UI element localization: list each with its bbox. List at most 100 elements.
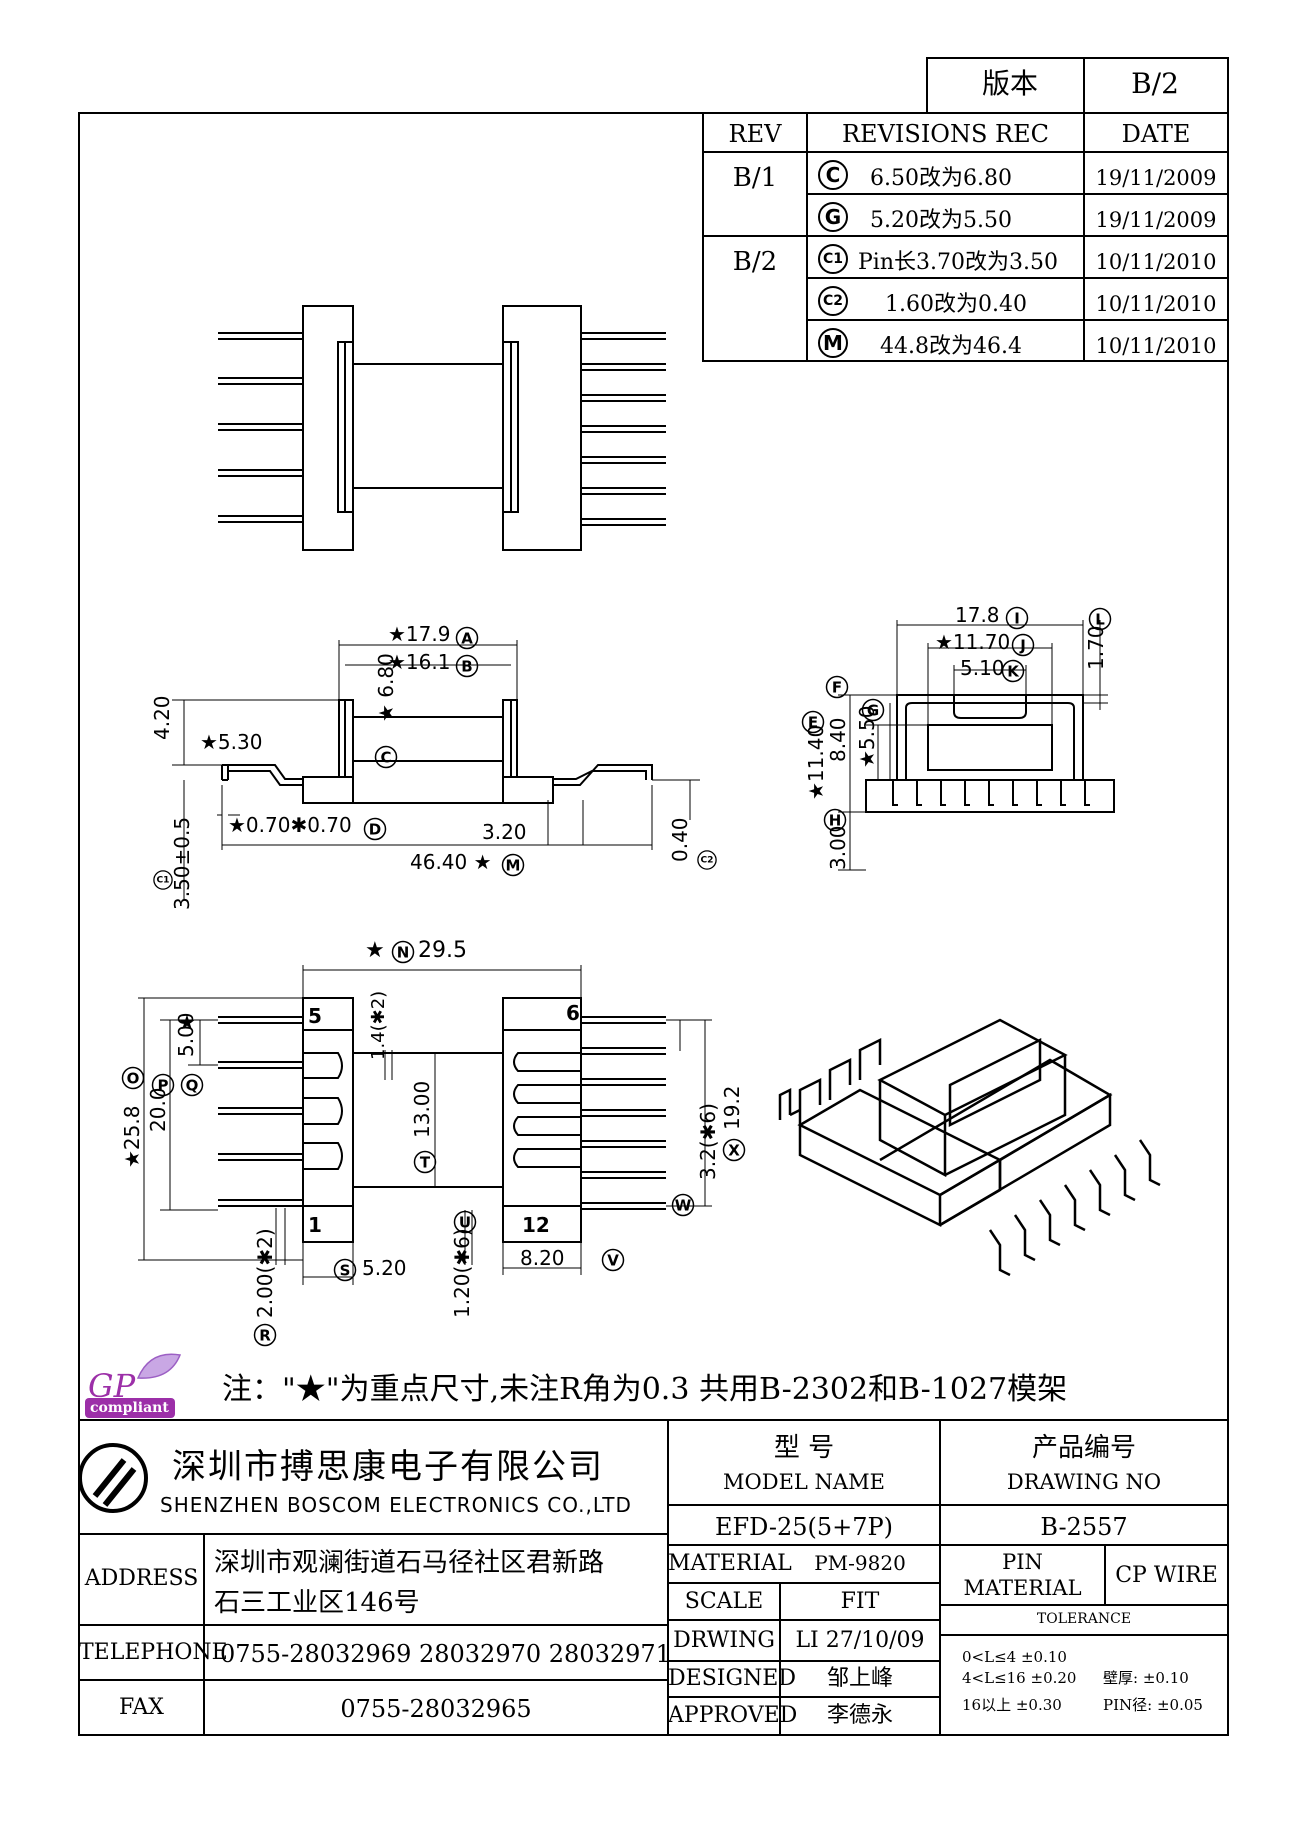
material-value: PM-9820 bbox=[814, 1551, 906, 1575]
approved-label: APPROVED bbox=[668, 1703, 798, 1728]
rev-b1: B/1 bbox=[732, 163, 778, 193]
dim-13-00: 13.00 bbox=[410, 1080, 434, 1138]
model-label-cn: 型 号 bbox=[773, 1433, 835, 1463]
fax-label: FAX bbox=[119, 1695, 164, 1720]
telephone-value: 0755-28032969 28032970 28032971 bbox=[220, 1640, 671, 1668]
tolerance-label: TOLERANCE bbox=[1036, 1611, 1132, 1627]
marker-b: B bbox=[455, 654, 479, 678]
marker-j: J bbox=[1011, 633, 1035, 657]
marker-o: O bbox=[121, 1066, 145, 1090]
rev-text-4: 1.60改为0.40 bbox=[885, 292, 1027, 317]
wall-tolerance: 壁厚: ±0.10 bbox=[1103, 1669, 1189, 1687]
drwing-label: DRWING bbox=[673, 1628, 775, 1653]
dim-star: ★ bbox=[178, 1010, 196, 1034]
marker-c: C bbox=[374, 745, 398, 769]
dim-11-40: ★11.40 bbox=[804, 724, 828, 800]
dim-29-5: 29.5 bbox=[418, 938, 467, 963]
dim-3-20: 3.20 bbox=[482, 820, 527, 844]
tolerance-2: 4<L≤16 ±0.20 bbox=[962, 1669, 1077, 1687]
dim-5-00: 5.00 bbox=[174, 1012, 198, 1057]
dim-5-10: 5.10 bbox=[960, 656, 1005, 680]
gp-logo-text: GP bbox=[88, 1367, 136, 1405]
dim-17-8: 17.8 bbox=[955, 603, 1000, 627]
rev-mark-g: G bbox=[818, 202, 848, 232]
model-name: EFD-25(5+7P) bbox=[714, 1513, 894, 1541]
marker-q: Q bbox=[180, 1073, 204, 1097]
pin-5: 5 bbox=[308, 1004, 322, 1028]
pin-1: 1 bbox=[308, 1213, 322, 1237]
rev-date-5: 10/11/2010 bbox=[1095, 334, 1217, 358]
version-value: B/2 bbox=[1131, 67, 1179, 100]
dim-5-50: ★5.50 bbox=[855, 705, 879, 768]
scale-value: FIT bbox=[840, 1589, 880, 1614]
model-label-en: MODEL NAME bbox=[723, 1470, 885, 1494]
dim-11-70: ★11.70 bbox=[935, 630, 1011, 654]
tolerance-3: 16以上 ±0.30 bbox=[962, 1696, 1062, 1714]
marker-c2: C2 bbox=[697, 850, 717, 870]
marker-f: F bbox=[825, 675, 849, 699]
dim-0-40: 0.40 bbox=[668, 817, 692, 862]
dim-3-00: 3.00 bbox=[826, 825, 850, 870]
version-label: 版本 bbox=[981, 67, 1038, 100]
address-line1: 深圳市观澜街道石马径社区君新路 bbox=[214, 1548, 605, 1578]
pin-6: 6 bbox=[566, 1001, 580, 1025]
rev-text-3: Pin长3.70改为3.50 bbox=[858, 250, 1058, 275]
drawing-label-cn: 产品编号 bbox=[1031, 1433, 1136, 1463]
rev-mark-c1: C1 bbox=[818, 244, 848, 274]
marker-t: T bbox=[413, 1150, 437, 1174]
marker-u: U bbox=[453, 1210, 477, 1234]
company-name-en: SHENZHEN BOSCOM ELECTRONICS CO.,LTD bbox=[160, 1493, 632, 1517]
dim-1-4: 1.4(✱2) bbox=[368, 990, 389, 1060]
drawing-number: B-2557 bbox=[1040, 1513, 1128, 1541]
marker-c1: C1 bbox=[153, 870, 173, 890]
rev-date-1: 19/11/2009 bbox=[1095, 166, 1217, 190]
dim-25-8: ★25.8 bbox=[120, 1105, 144, 1168]
marker-d: D bbox=[363, 817, 387, 841]
marker-g: G bbox=[861, 698, 885, 722]
marker-k: K bbox=[1001, 659, 1025, 683]
gp-leaf-logo bbox=[85, 1353, 182, 1418]
rev-mark-c2: C2 bbox=[818, 286, 848, 316]
rec-header: REVISIONS REC bbox=[841, 120, 1050, 148]
rev-date-3: 10/11/2010 bbox=[1095, 250, 1217, 274]
rev-date-2: 19/11/2009 bbox=[1095, 208, 1217, 232]
pin-label: PIN bbox=[1002, 1550, 1043, 1574]
rev-text-1: 6.50改为6.80 bbox=[870, 166, 1012, 191]
rev-header: REV bbox=[728, 120, 782, 148]
marker-l: L bbox=[1088, 607, 1112, 631]
marker-w: W bbox=[671, 1193, 695, 1217]
marker-x: X bbox=[722, 1138, 746, 1162]
tolerance-1: 0<L≤4 ±0.10 bbox=[962, 1648, 1067, 1666]
dim-19-2: 19.2 bbox=[720, 1085, 744, 1130]
drawing-note: 注："★"为重点尺寸,未注R角为0.3 共用B-2302和B-1027模架 bbox=[222, 1372, 1068, 1407]
dim-16-1: ★16.1 bbox=[388, 650, 451, 674]
pin-material-value: CP WIRE bbox=[1115, 1563, 1218, 1588]
material-label: MATERIAL bbox=[668, 1551, 792, 1576]
date-header: DATE bbox=[1121, 120, 1191, 148]
marker-p: P bbox=[151, 1073, 175, 1097]
marker-n: N bbox=[391, 940, 415, 964]
marker-s: S bbox=[333, 1258, 357, 1282]
dim-17-9: ★17.9 bbox=[388, 622, 451, 646]
dim-3-50: 3.50±0.5 bbox=[170, 816, 194, 910]
marker-r: R bbox=[253, 1323, 277, 1347]
pin-12: 12 bbox=[522, 1213, 550, 1237]
telephone-label: TELEPHONE bbox=[79, 1640, 228, 1665]
dim-8-20: 8.20 bbox=[520, 1246, 565, 1270]
fax-value: 0755-28032965 bbox=[340, 1695, 532, 1723]
marker-e: E bbox=[801, 710, 825, 734]
dim-5-20: 5.20 bbox=[362, 1256, 407, 1280]
drawing-label-en: DRAWING NO bbox=[1006, 1470, 1162, 1494]
pin-material-label: MATERIAL bbox=[963, 1576, 1082, 1600]
rev-text-2: 5.20改为5.50 bbox=[870, 208, 1012, 233]
dim-5-30: ★5.30 bbox=[200, 730, 263, 754]
dim-46-40: 46.40 ★ bbox=[410, 850, 492, 874]
drwing-value: LI 27/10/09 bbox=[795, 1628, 925, 1653]
company-name-cn: 深圳市搏思康电子有限公司 bbox=[172, 1447, 604, 1487]
rev-text-5: 44.8改为46.4 bbox=[880, 334, 1022, 359]
marker-i: I bbox=[1005, 606, 1029, 630]
dim-3-2: 3.2(✱6) bbox=[696, 1103, 720, 1180]
rev-mark-m: M bbox=[818, 328, 848, 358]
dim-1-20: 1.20(✱6) bbox=[450, 1228, 474, 1318]
